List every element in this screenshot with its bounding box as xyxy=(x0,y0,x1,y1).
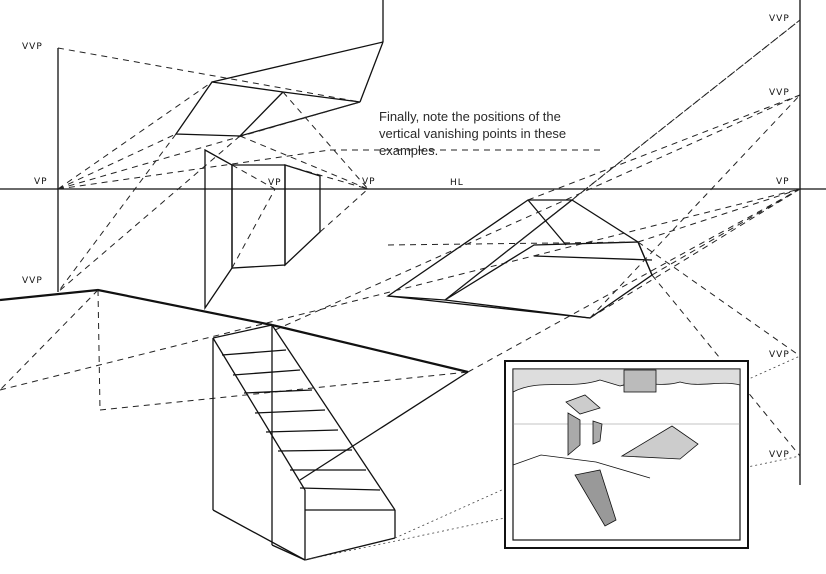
left-vp-label: VP xyxy=(34,177,48,187)
right-vvp-3-label: VVP xyxy=(769,350,790,360)
caption-text: Finally, note the positions of the verti… xyxy=(379,109,567,158)
horizon-label: HL xyxy=(450,178,464,188)
right-vvp-2-label: VVP xyxy=(769,88,790,98)
left-vvp-bottom-label: VVP xyxy=(22,276,43,286)
center-vp-1-label: VP xyxy=(268,178,282,188)
right-vp-label: VP xyxy=(776,177,790,187)
right-vvp-1-label: VVP xyxy=(769,14,790,24)
left-vvp-top-label: VVP xyxy=(22,42,43,52)
ceiling-block xyxy=(57,0,384,293)
right-vvp-4-label: VVP xyxy=(769,450,790,460)
staircase xyxy=(0,288,801,561)
wedge-ramp xyxy=(386,19,801,457)
floating-box xyxy=(204,148,369,311)
center-vp-2-label: VP xyxy=(362,177,376,187)
inset-illustration xyxy=(504,360,749,549)
